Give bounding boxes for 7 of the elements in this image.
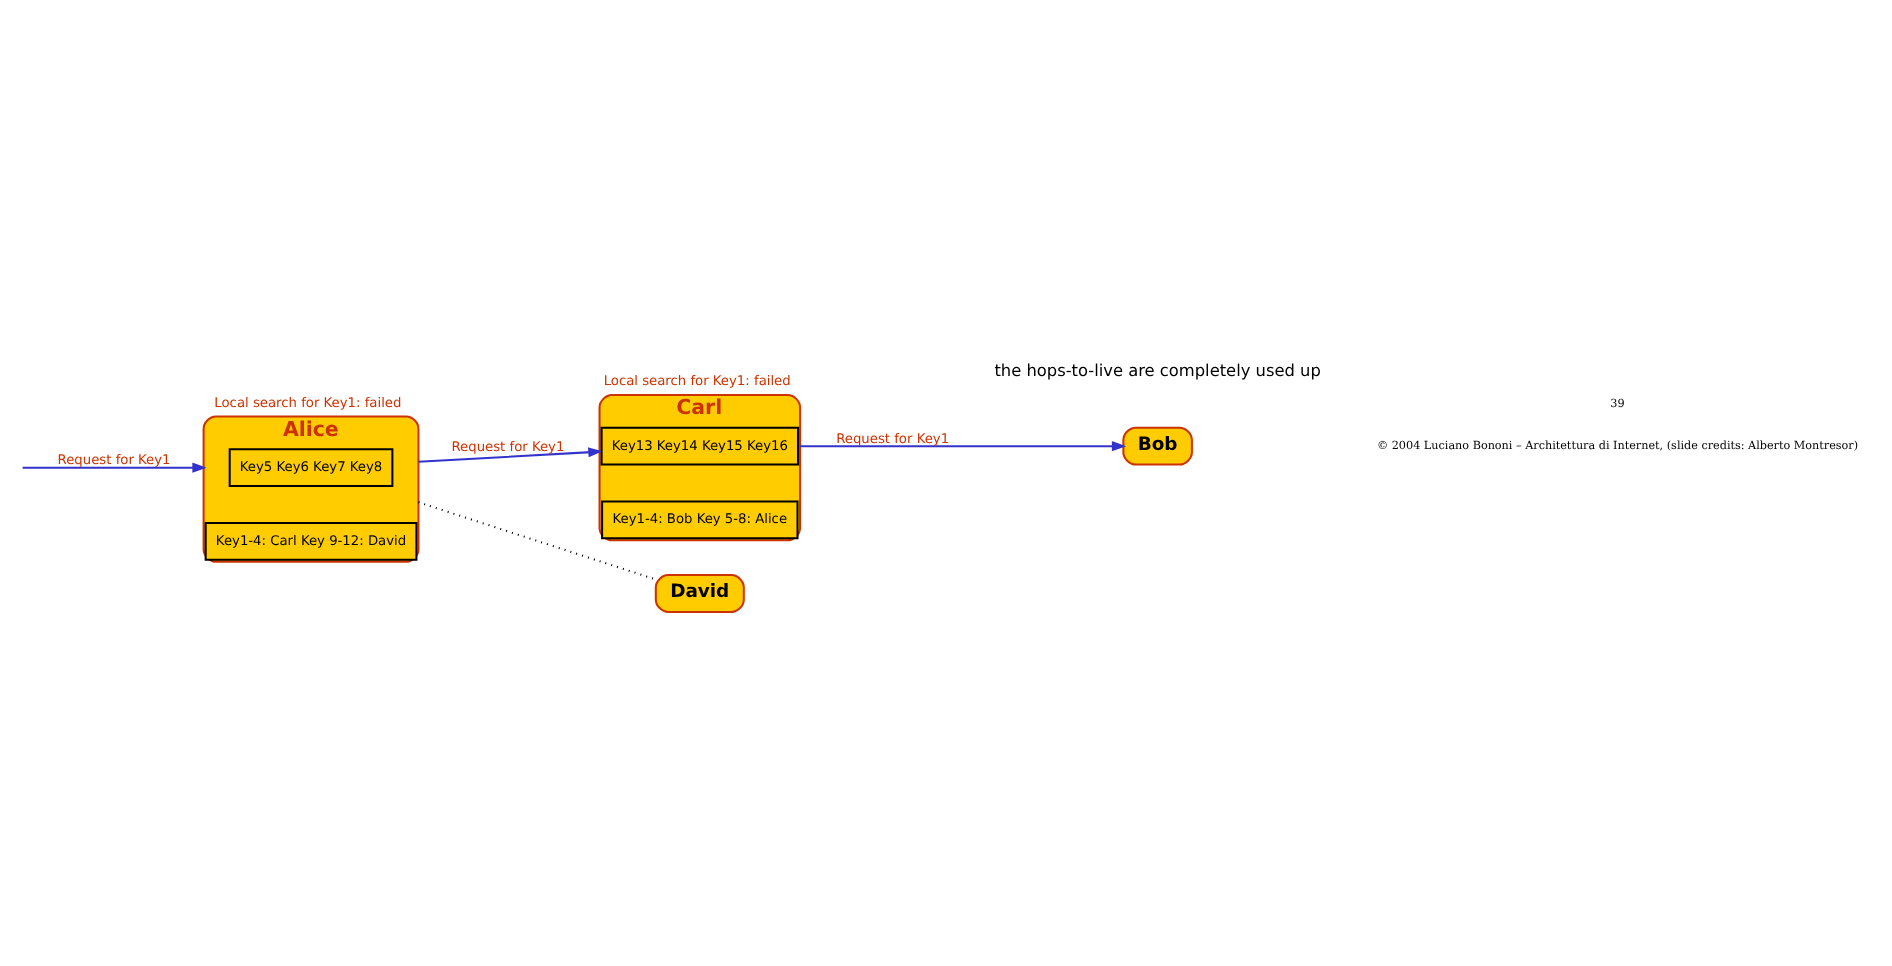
arrow [22,462,207,473]
connector [418,501,657,581]
arrow [800,441,1127,452]
node-box: David [654,574,745,613]
arrow [418,447,603,463]
label: the hops-to-live are completely used up [994,360,1321,381]
node-box: Bob [1122,426,1193,466]
